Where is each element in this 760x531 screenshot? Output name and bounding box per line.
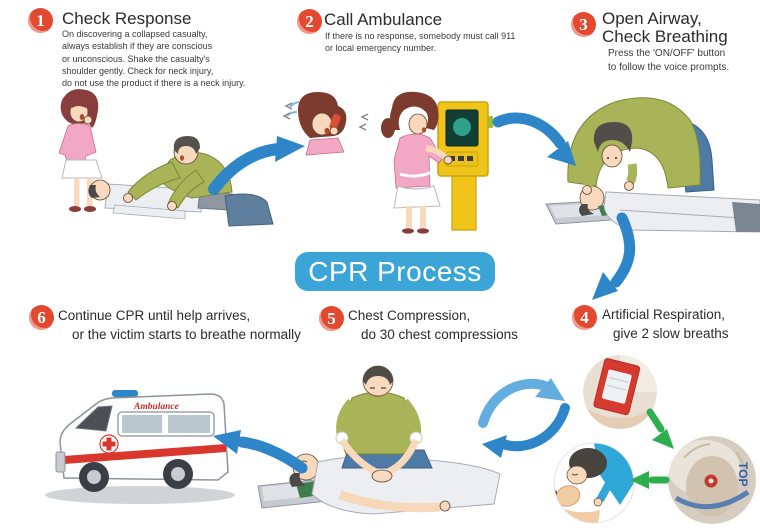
step-1-desc-line: or unconscious. Shake the casualty's (62, 53, 210, 64)
step-5-badge: 5 (319, 306, 344, 331)
step-6-badge: 6 (29, 305, 54, 330)
step-5-title-line2: do 30 chest compressions (361, 327, 518, 342)
step-2-title: Call Ambulance (324, 10, 443, 29)
step-4-title-line2: give 2 slow breaths (613, 326, 729, 341)
step-4-badge: 4 (572, 305, 597, 330)
scene-check-response (58, 89, 274, 227)
arrow-step5-to-step6 (213, 430, 308, 474)
woman-calling-phone (282, 92, 347, 156)
casualty-head (88, 179, 111, 201)
woman-at-callbox (358, 91, 453, 234)
step-3-description: Press the 'ON/OFF' button to follow the … (608, 47, 729, 75)
green-arrow-pack-to-shield (646, 408, 674, 449)
step-3-desc-line: to follow the voice prompts. (608, 62, 730, 73)
step-1-desc-line: On discovering a collapsed casualty, (62, 29, 208, 39)
step-2-desc-line: or local emergency number. (325, 43, 437, 54)
green-arrow-shield-to-breath (630, 471, 670, 489)
scene-call-ambulance (282, 91, 493, 234)
photo-shield-pack (583, 355, 657, 429)
step-1-desc-line: shoulder gently. Check for neck injury, (62, 65, 214, 76)
photo-face-shield: TOP (668, 436, 756, 524)
arrow-step2-to-step3 (492, 112, 576, 166)
bystander-woman (58, 89, 103, 212)
scene-chest-compression (257, 365, 501, 515)
illustration-rescue-breath (554, 443, 634, 523)
cpr-process-title: CPR Process (295, 252, 495, 291)
breath-circle-border (553, 442, 635, 524)
step-1-title: Check Response (62, 9, 192, 28)
cycle-arrow-top (478, 378, 565, 428)
step-1-badge: 1 (28, 8, 53, 33)
step-1-desc-line: always establish if they are conscious (62, 41, 213, 52)
step-3-badge: 3 (571, 12, 596, 37)
step-2-description: If there is no response, somebody must c… (325, 30, 515, 55)
step-1-description: On discovering a collapsed casualty, alw… (62, 28, 245, 89)
cpr-process-title-text: CPR Process (308, 255, 482, 287)
step-6-title-line2: or the victim starts to breathe normally (72, 327, 301, 342)
face-shield-top-text: TOP (736, 462, 750, 486)
cycle-arrow-bottom (482, 403, 570, 458)
step-1-desc-line: do not use the product if there is a nec… (62, 78, 246, 89)
step-5-title-line1: Chest Compression, (348, 308, 471, 323)
step-2-badge: 2 (297, 9, 322, 34)
scene-ambulance: Ambulance (45, 390, 235, 504)
step-2-desc-line: If there is no response, somebody must c… (325, 31, 516, 41)
arrow-step3-to-step4 (592, 212, 636, 300)
arrow-step1-to-step2 (208, 136, 305, 195)
step-3-title-line1: Open Airway, (602, 9, 702, 28)
scene-open-airway (545, 97, 760, 233)
step-3-desc-line: Press the 'ON/OFF' button (608, 48, 726, 59)
emergency-callbox (437, 101, 493, 231)
ambulance-text: Ambulance (133, 402, 180, 412)
step-4-title-line1: Artificial Respiration, (602, 307, 726, 322)
step-6-title-line1: Continue CPR until help arrives, (58, 308, 251, 323)
step-3-title-line2: Check Breathing (602, 27, 728, 46)
